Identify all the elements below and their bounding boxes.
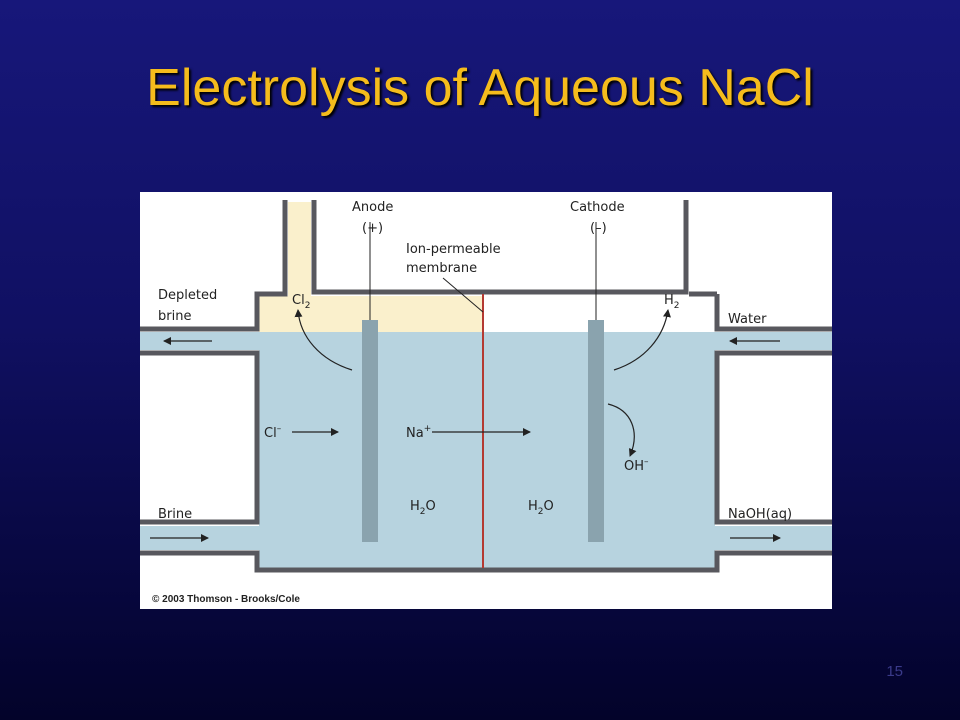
cl-ion-label: Cl– <box>264 424 282 441</box>
copyright-text: © 2003 Thomson - Brooks/Cole <box>152 594 300 605</box>
anode-label: Anode <box>352 200 393 215</box>
depleted-brine-label-line2: brine <box>158 309 191 324</box>
h2-label: H2 <box>664 293 680 311</box>
h2o-left-label: H2O <box>410 499 436 517</box>
anode-sign-label: (+) <box>362 221 383 236</box>
cathode-label: Cathode <box>570 200 625 215</box>
na-ion-label: Na+ <box>406 424 431 441</box>
vessel-walls <box>140 200 832 573</box>
h2-release-arrow <box>613 309 671 371</box>
cl2-release-arrow <box>294 309 353 371</box>
slide-number: 15 <box>886 663 903 680</box>
h2o-right-label: H2O <box>528 499 554 517</box>
electrolysis-cell-svg: Anode (+) Cathode (–) Ion-permeable memb… <box>140 200 832 605</box>
membrane-label-line1: Ion-permeable <box>406 242 501 257</box>
slide-title: Electrolysis of Aqueous NaCl <box>146 59 814 117</box>
membrane-leader-line <box>442 277 484 313</box>
cl2-label: Cl2 <box>292 293 310 311</box>
solution-body <box>259 332 715 568</box>
cathode-electrode <box>588 320 604 542</box>
membrane-label-line2: membrane <box>406 261 477 276</box>
depleted-brine-label-line1: Depleted <box>158 288 217 303</box>
electrolysis-diagram: Anode (+) Cathode (–) Ion-permeable memb… <box>140 192 832 609</box>
water-label: Water <box>728 312 767 327</box>
oh-ion-arrow <box>607 403 637 457</box>
naoh-label: NaOH(aq) <box>728 507 792 522</box>
cathode-sign-label: (–) <box>590 221 607 236</box>
brine-label: Brine <box>158 507 192 522</box>
anode-electrode <box>362 320 378 542</box>
oh-ion-label: OH– <box>624 457 649 474</box>
flow-arrows <box>150 309 781 542</box>
